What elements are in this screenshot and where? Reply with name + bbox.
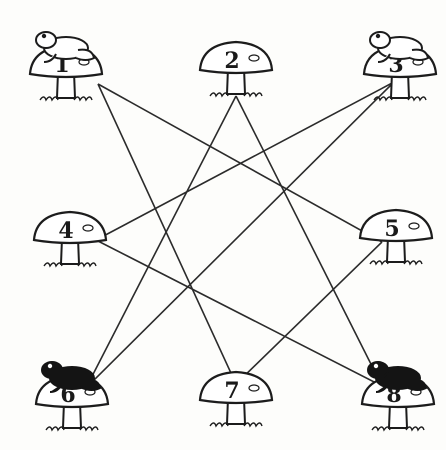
pad-number-4: 4	[58, 218, 73, 244]
connection-line-4-8	[96, 240, 382, 386]
connection-line-2-6	[86, 96, 236, 388]
mushroom-pad-3[interactable]: 3	[364, 32, 436, 100]
mushroom-pad-6[interactable]: 6	[36, 362, 108, 430]
mushroom-pad-1[interactable]: 1	[30, 32, 102, 100]
connection-line-5-7	[236, 242, 382, 384]
mushroom-pad-2[interactable]: 2	[200, 42, 272, 96]
connection-lines	[86, 82, 394, 388]
mushroom-pad-8[interactable]: 8	[362, 362, 434, 430]
connection-line-1-7	[98, 84, 236, 384]
mushroom-pad-4[interactable]: 4	[34, 212, 106, 266]
mushroom-pad-5[interactable]: 5	[360, 210, 432, 264]
pad-number-2: 2	[224, 48, 239, 74]
connection-line-3-6	[86, 82, 394, 388]
mushroom-pad-7[interactable]: 7	[200, 372, 272, 426]
pad-number-5: 5	[384, 216, 399, 242]
connection-line-3-4	[96, 82, 394, 240]
pad-number-7: 7	[224, 378, 239, 404]
connection-line-2-8	[236, 96, 382, 386]
